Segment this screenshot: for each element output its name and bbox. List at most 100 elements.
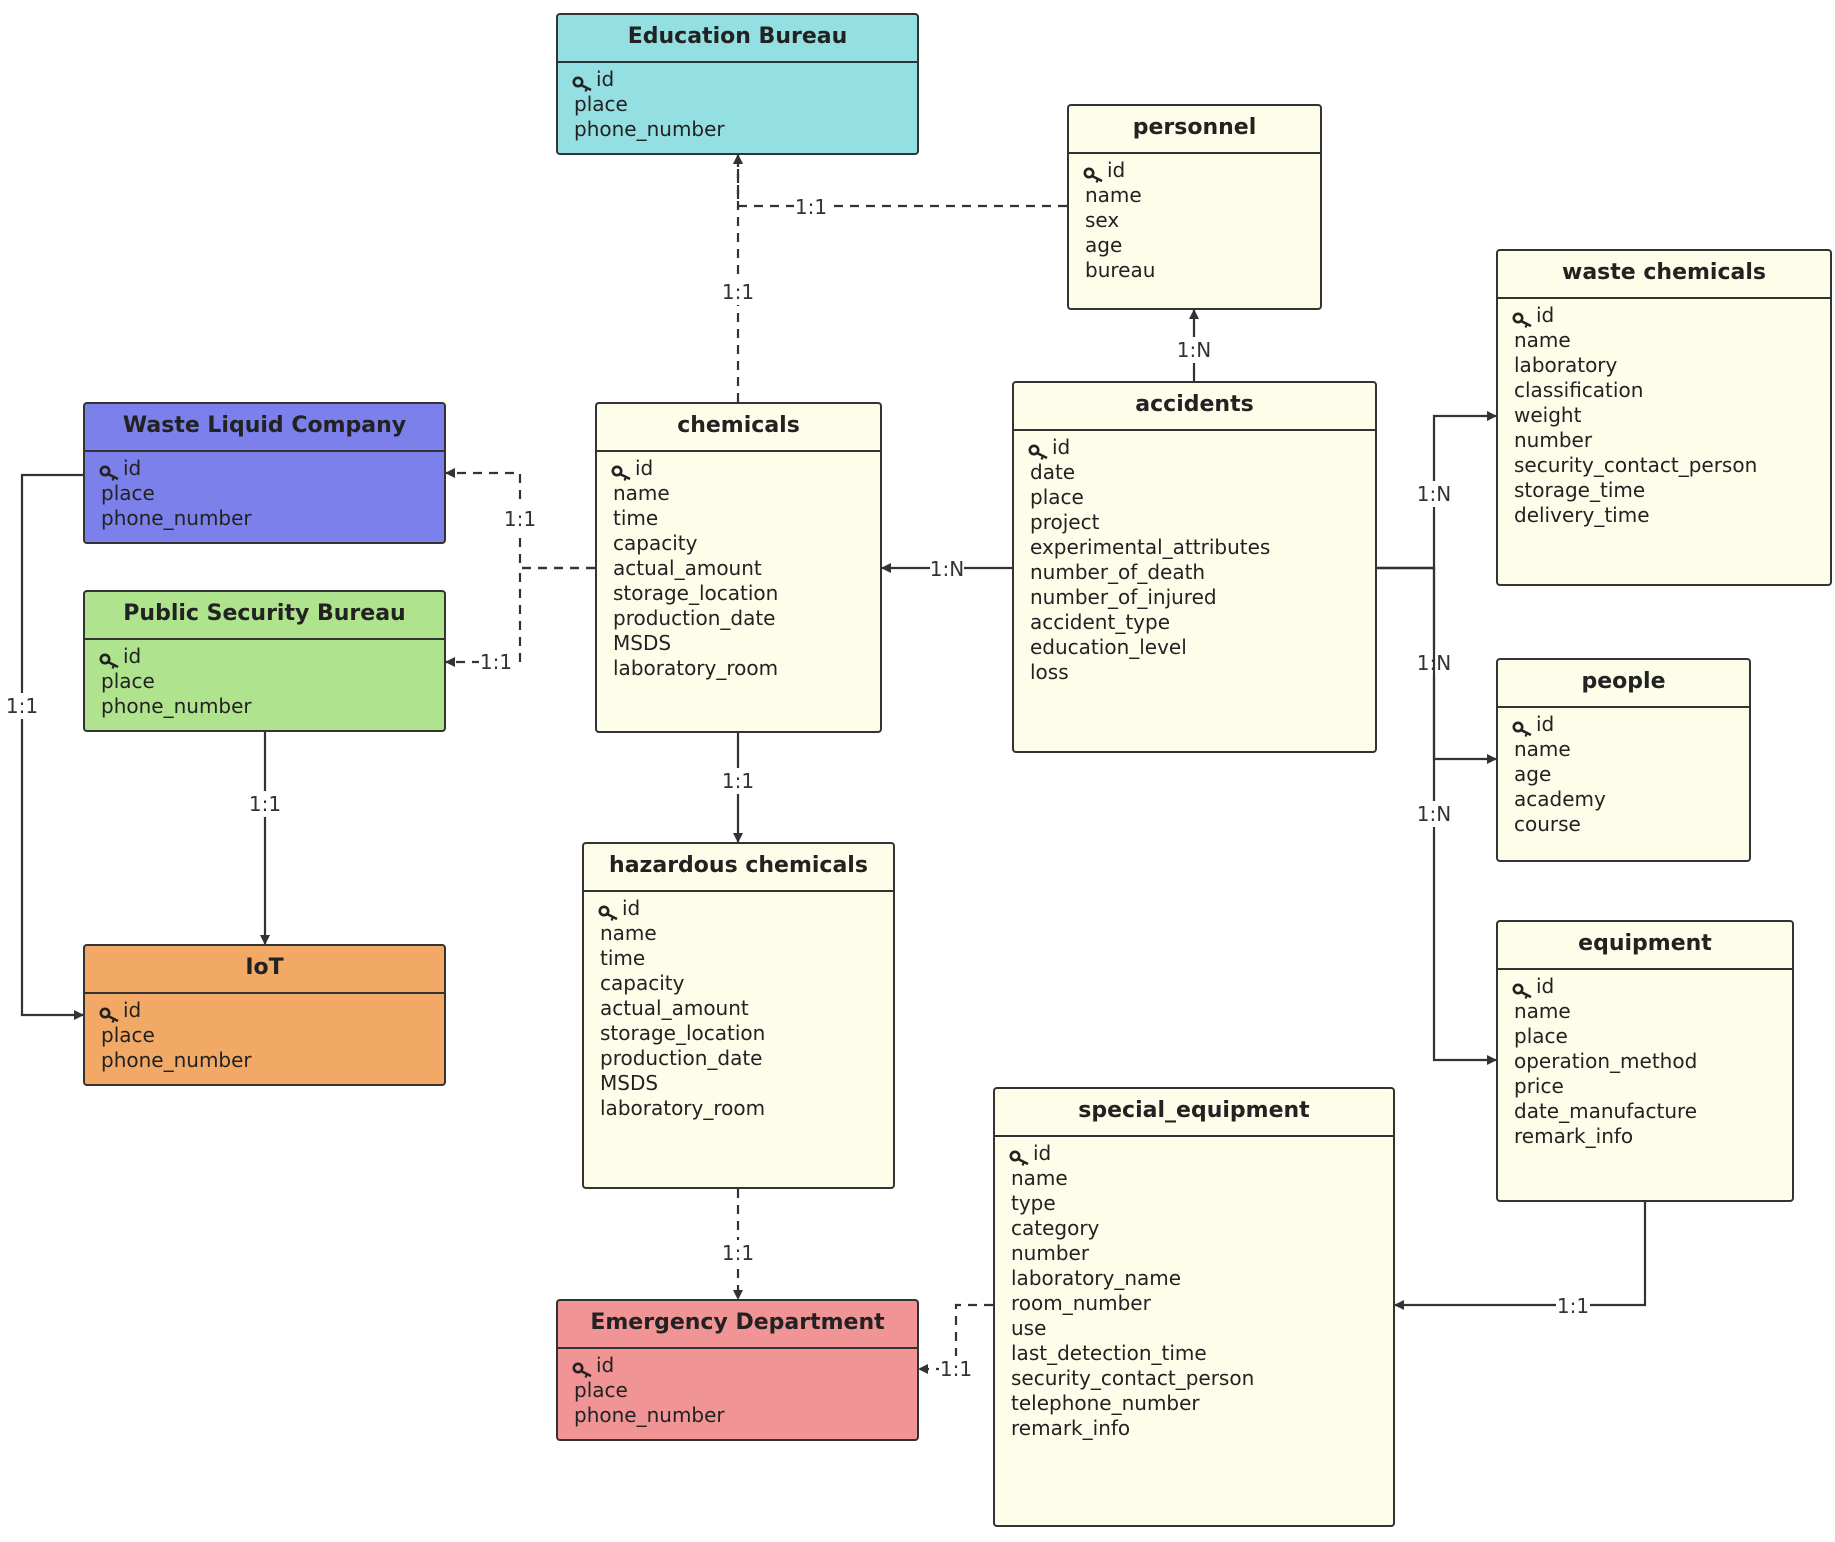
primary-key-field: id (99, 998, 444, 1023)
field-row: MSDS (613, 631, 880, 656)
field-row: use (1011, 1316, 1393, 1341)
entity-title: personnel (1069, 106, 1320, 154)
field-name: id (596, 67, 615, 91)
relationship-line-waste-liquid-company-to-iot (20, 473, 84, 1020)
relationship-label-background (1556, 1293, 1590, 1319)
relationship-label: 1:1 (249, 792, 281, 816)
relationship-label-background (503, 506, 537, 532)
field-row: laboratory_room (613, 656, 880, 681)
field-row: age (1085, 233, 1320, 258)
field-name: laboratory_room (613, 656, 779, 680)
field-name: room_number (1011, 1291, 1151, 1315)
entity-title: equipment (1498, 922, 1792, 970)
field-row: classification (1514, 378, 1830, 403)
field-row: laboratory_name (1011, 1266, 1393, 1291)
field-name: remark_info (1011, 1416, 1131, 1440)
field-name: name (1514, 328, 1571, 352)
field-name: place (1514, 1024, 1568, 1048)
field-row: number_of_death (1030, 560, 1375, 585)
entity-title: Public Security Bureau (85, 592, 444, 640)
key-icon (99, 650, 121, 669)
relationship-label-background (721, 279, 755, 305)
field-row: security_contact_person (1514, 453, 1830, 478)
field-row: name (600, 921, 893, 946)
key-icon (598, 902, 620, 921)
relationship-line-equipment-to-special-equipment (1394, 1202, 1647, 1310)
field-row: storage_location (600, 1021, 893, 1046)
field-name: storage_location (613, 581, 779, 605)
field-name: phone_number (101, 506, 252, 530)
relationship-label: 1:N (1417, 802, 1451, 826)
field-row: production_date (600, 1046, 893, 1071)
field-name: telephone_number (1011, 1391, 1200, 1415)
field-name: phone_number (101, 694, 252, 718)
field-name: production_date (613, 606, 776, 630)
field-row: accident_type (1030, 610, 1375, 635)
field-name: academy (1514, 787, 1606, 811)
primary-key-field: id (1009, 1141, 1393, 1166)
field-row: academy (1514, 787, 1749, 812)
relationship-line-personnel-to-education-bureau (733, 154, 1067, 208)
relationship-label: 1:1 (1557, 1294, 1589, 1318)
field-row: capacity (613, 531, 880, 556)
field-name: time (613, 506, 659, 530)
relationship-label-background (479, 649, 513, 675)
primary-key-field: id (598, 896, 893, 921)
field-name: phone_number (574, 1403, 725, 1427)
relationship-label: 1:1 (722, 1241, 754, 1265)
field-row: laboratory_room (600, 1096, 893, 1121)
field-name: MSDS (613, 631, 672, 655)
field-row: number (1011, 1241, 1393, 1266)
key-icon (99, 462, 121, 481)
relationship-label: 1:1 (722, 280, 754, 304)
relationship-label: 1:1 (940, 1357, 972, 1381)
field-name: storage_location (600, 1021, 766, 1045)
primary-key-field: id (1512, 303, 1830, 328)
key-icon (99, 1004, 121, 1023)
relationship-label: 1:N (1417, 482, 1451, 506)
primary-key-field: id (1512, 712, 1749, 737)
field-row: phone_number (101, 506, 444, 531)
field-row: weight (1514, 403, 1830, 428)
primary-key-field: id (99, 456, 444, 481)
field-row: place (574, 92, 917, 117)
field-name: actual_amount (613, 556, 762, 580)
field-name: id (123, 998, 142, 1022)
field-name: id (123, 456, 142, 480)
field-name: capacity (600, 971, 685, 995)
field-name: last_detection_time (1011, 1341, 1207, 1365)
entity-title: chemicals (597, 404, 880, 452)
relationship-label: 1:N (930, 557, 964, 581)
field-row: place (574, 1378, 917, 1403)
field-name: id (622, 896, 641, 920)
relationship-label: 1:N (1177, 338, 1211, 362)
field-name: loss (1030, 660, 1069, 684)
entity-title: waste chemicals (1498, 251, 1830, 299)
field-row: phone_number (101, 1048, 444, 1073)
relationship-label: 1:1 (480, 650, 512, 674)
field-row: name (613, 481, 880, 506)
field-row: room_number (1011, 1291, 1393, 1316)
field-row: place (101, 1023, 444, 1048)
